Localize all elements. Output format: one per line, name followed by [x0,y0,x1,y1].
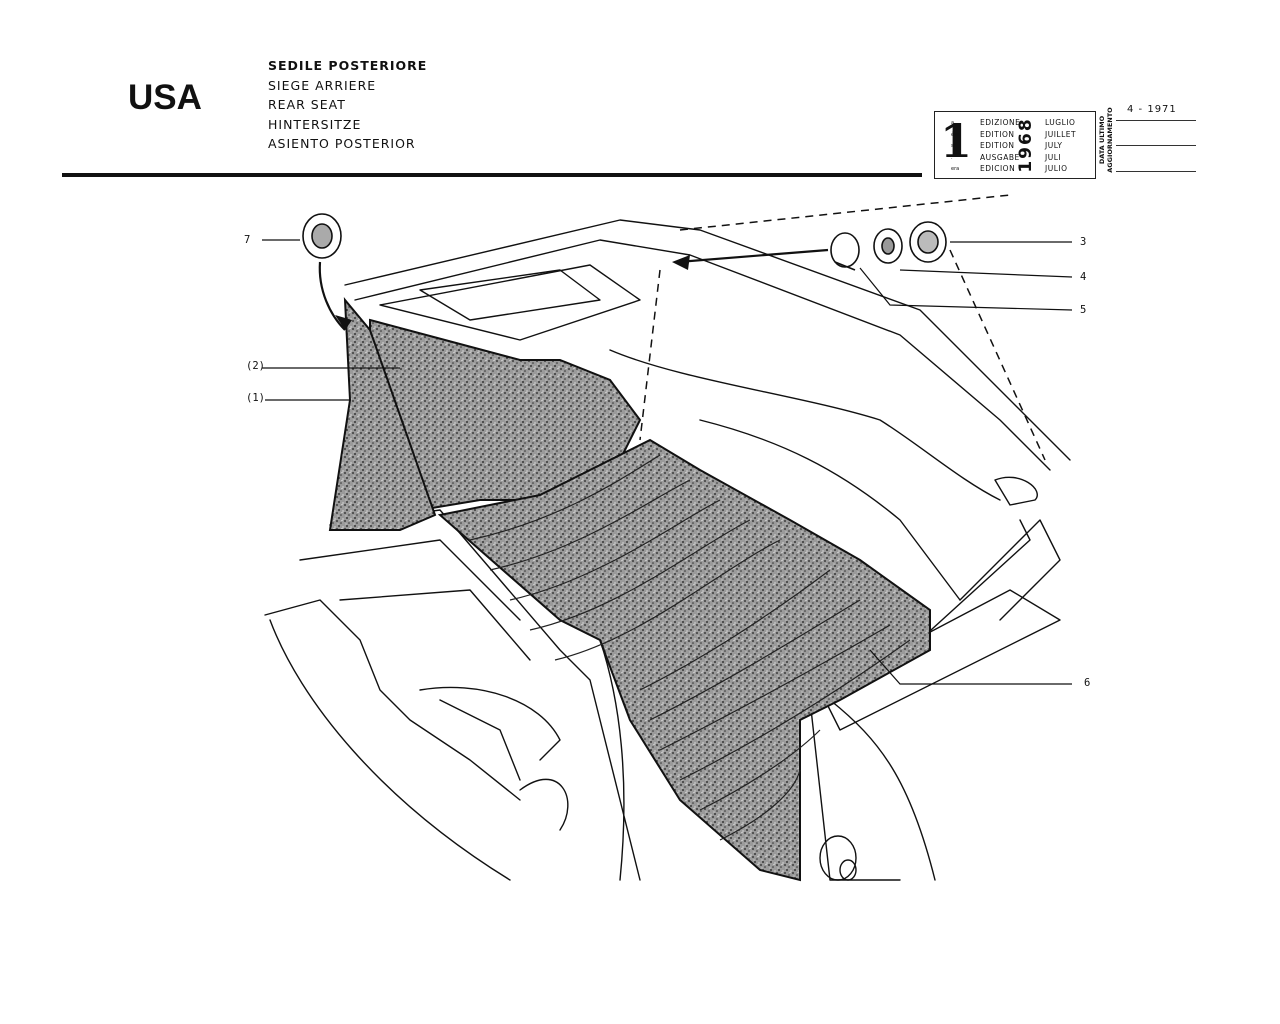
edition-month: JULIO [1045,164,1068,173]
edition-word: EDITION [980,141,1015,150]
carpet-ribs [469,454,911,841]
seatback-fold [699,419,961,601]
edition-months: LUGLIO JUILLET JULY JULI JULIO [1045,117,1076,175]
edition-suffix: st [951,143,956,149]
dashed-lines [639,194,1046,461]
callout-6: 6 [1084,677,1091,689]
sill-plate [819,589,1061,731]
region-label: USA [128,78,202,117]
title-italian: SEDILE POSTERIORE [268,58,428,73]
edition-stamp: 1 a ère st . era EDIZIONE EDITION EDITIO… [934,111,1096,179]
arrow-7-head [335,315,352,330]
arrow-7-curve [318,261,346,331]
b-pillar [959,519,1061,621]
fastener-group [830,221,947,271]
update-date: 4 - 1971 [1127,104,1177,115]
parcel-tray-inner [419,269,601,321]
sill-hole [819,835,857,881]
edition-month: JUILLET [1045,129,1077,139]
deck-outline [344,219,1071,461]
title-english: REAR SEAT [268,97,346,113]
callout-1: (1) [246,392,265,404]
title-block: SEDILE POSTERIORE SIEGE ARRIERE REAR SEA… [268,56,427,154]
edition-month: LUGLIO [1045,118,1076,127]
update-line [1116,171,1196,172]
callout-5: 5 [1080,304,1087,316]
edition-suffix: . [951,154,953,161]
edition-suffix: ère [951,131,960,138]
edition-word: EDICION [980,164,1016,173]
edition-word: EDITION [980,129,1015,139]
edition-word: AUSGABE [980,152,1020,162]
edition-month: JULY [1045,141,1063,150]
tunnel-right-edge [599,639,625,881]
left-sill [264,599,521,801]
tunnel-ridge [519,778,569,831]
seatback-knob [994,476,1038,506]
parcel-tray [379,264,641,341]
floor-carpet [437,438,931,882]
callout-4: 4 [1080,271,1087,283]
edition-suffix: era [951,166,960,172]
arrow-fastener-head [672,255,690,270]
callout-7: 7 [244,234,251,246]
title-french: SIEGE ARRIERE [268,77,377,93]
door-edge [829,699,936,881]
edition-suffixes: a ère st . era [951,118,959,176]
callout-2: (2) [246,360,265,372]
edition-words: EDIZIONE EDITION EDITION AUSGABE EDICION [980,117,1020,175]
update-line [1116,145,1196,146]
leader-lines [262,239,1073,685]
callout-3: 3 [1080,236,1087,248]
edition-month: JULI [1045,152,1062,162]
fastener-part-7 [302,213,342,259]
title-german: HINTERSITZE [268,116,362,132]
edition-number: 1 [940,114,973,168]
floor-crease [299,539,521,621]
left-door-edge [269,619,511,881]
seatback-top [609,349,1001,501]
floor-crease-2 [339,589,531,661]
edition-word: EDIZIONE [980,118,1021,127]
seat-bracket-2 [439,699,521,781]
stud-part-5 [830,232,860,268]
door-jamb [809,699,901,881]
header-rule [62,173,922,177]
deck-inner-line [354,239,1051,471]
sill-hole-inner [839,859,857,881]
edition-suffix: a [951,120,955,126]
seat-bracket [419,686,561,761]
arrow-fastener [677,248,829,264]
update-line [1116,120,1196,121]
title-spanish: ASIENTO POSTERIOR [268,136,416,152]
